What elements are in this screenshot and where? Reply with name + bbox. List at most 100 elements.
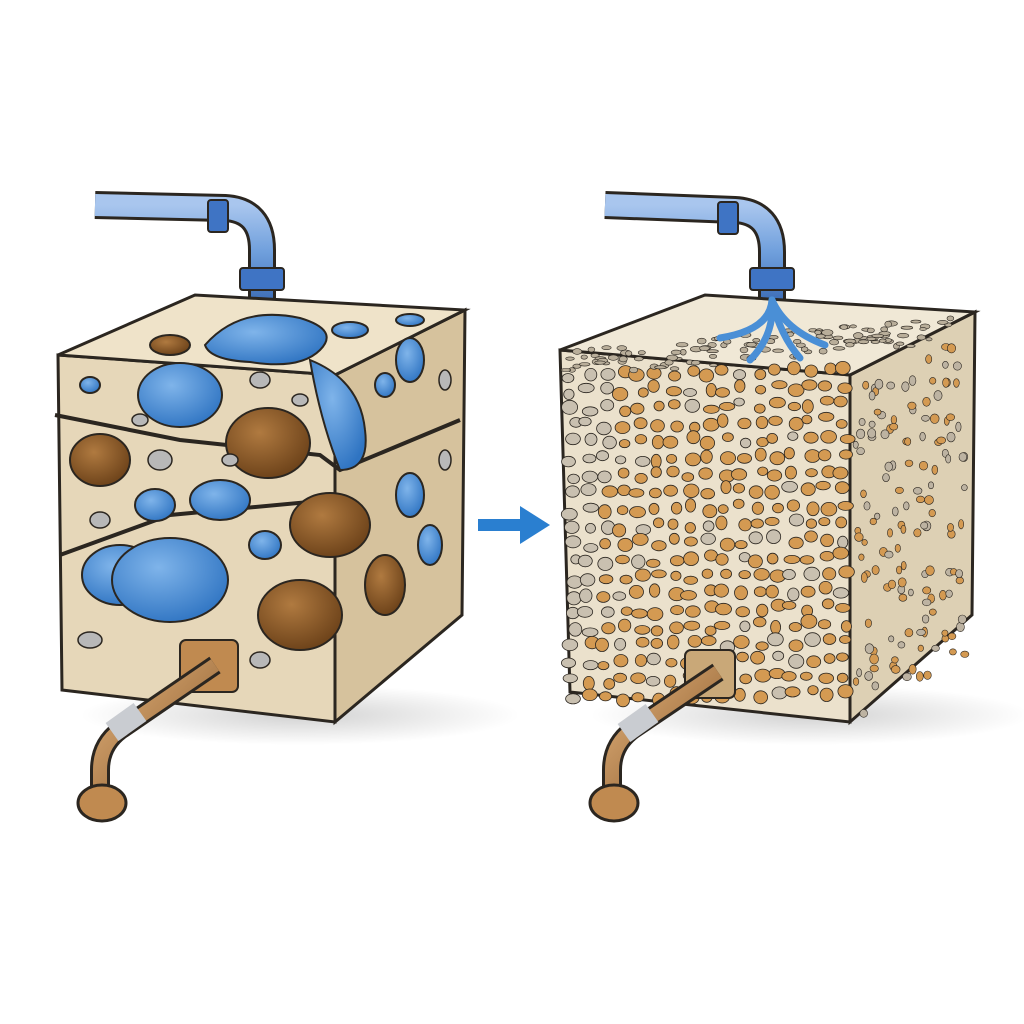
side-pore [953, 378, 960, 388]
top-pore [607, 354, 619, 361]
fine-grain [753, 568, 770, 581]
fine-grain [715, 387, 730, 398]
fine-grain [835, 419, 848, 429]
empty-pore [600, 606, 615, 618]
fine-grain [702, 404, 720, 414]
side-pore [895, 486, 904, 494]
empty-pore [565, 485, 580, 498]
side-pore [913, 528, 922, 538]
side-pore [884, 550, 894, 559]
side-pore [864, 671, 874, 681]
fine-grain [736, 651, 749, 663]
fine-grain [784, 686, 801, 698]
top-pore [900, 325, 914, 330]
clay-filled-pore [149, 334, 191, 356]
empty-pore [772, 650, 785, 662]
clay-filled-pore [69, 433, 131, 487]
fine-grain [756, 603, 769, 618]
fine-grain [617, 484, 631, 497]
fine-grain [662, 435, 679, 449]
side-pore [958, 519, 964, 530]
side-pore [860, 572, 868, 583]
side-pore [936, 436, 947, 444]
side-pore [861, 539, 868, 546]
fine-grain [665, 386, 682, 397]
fine-grain [667, 399, 681, 410]
fine-grain [734, 379, 746, 393]
drip-drop [588, 783, 640, 823]
side-pore [904, 459, 914, 467]
fine-grain [581, 688, 598, 702]
fine-grain [685, 452, 702, 467]
fine-grain [598, 574, 614, 585]
side-pore [922, 598, 932, 607]
side-pore [946, 343, 956, 354]
empty-pore [584, 432, 598, 446]
empty-pore [596, 421, 612, 436]
empty-pore [564, 520, 580, 534]
fine-grain [765, 584, 779, 599]
side-pore [928, 509, 936, 518]
fine-grain [818, 672, 834, 684]
side-pore [955, 421, 962, 433]
side-pore [915, 495, 925, 504]
drain-pipe [76, 639, 239, 823]
side-pore [925, 354, 933, 364]
empty-pore [438, 449, 452, 471]
side-pore [924, 495, 934, 505]
fine-grain [836, 652, 849, 662]
side-pore [869, 653, 879, 665]
fine-grain [788, 622, 803, 633]
empty-pore [635, 455, 651, 467]
fine-grain [616, 693, 630, 708]
side-pore [933, 390, 943, 401]
side-pore [960, 650, 970, 658]
empty-pore [580, 483, 597, 497]
side-pore [922, 396, 931, 407]
side-pore [907, 401, 917, 410]
empty-pore [147, 449, 173, 471]
fine-grain [768, 415, 783, 426]
pipe-collar [207, 199, 229, 233]
fine-grain [599, 538, 611, 550]
arrow-right-icon [478, 506, 550, 544]
side-pore [869, 664, 879, 673]
fine-grain [832, 546, 849, 560]
fine-grain [764, 484, 780, 500]
fine-grain [783, 555, 801, 565]
fine-grain [634, 654, 648, 667]
fine-grain [617, 537, 634, 552]
fine-grain [818, 449, 832, 462]
side-pore [904, 628, 914, 638]
fine-grain [651, 540, 667, 552]
side-pore [923, 670, 932, 680]
fine-grain [787, 383, 805, 397]
side-pore [918, 461, 928, 471]
empty-pore [584, 368, 598, 382]
top-pore [670, 349, 682, 356]
side-pore [871, 565, 880, 575]
empty-pore [561, 373, 575, 384]
fine-grain [732, 483, 746, 494]
top-pore [580, 354, 588, 360]
fine-grain [769, 451, 786, 466]
top-pore [925, 337, 933, 342]
fine-grain [680, 590, 697, 601]
fine-grain [670, 501, 683, 515]
fine-grain [730, 468, 748, 481]
fine-grain [634, 434, 648, 445]
side-pore [887, 528, 893, 538]
side-pore [941, 629, 949, 637]
fine-grain [839, 635, 852, 644]
side-pore [856, 447, 865, 455]
fine-grain [653, 400, 665, 412]
side-pore [955, 569, 963, 578]
fine-grain [687, 634, 702, 648]
empty-pore [596, 450, 610, 462]
fine-grain [732, 498, 745, 509]
pipe-collar [717, 201, 739, 235]
fine-grain [788, 416, 804, 431]
clay-filled-pore [257, 579, 343, 651]
water-filled-pore [395, 337, 425, 383]
